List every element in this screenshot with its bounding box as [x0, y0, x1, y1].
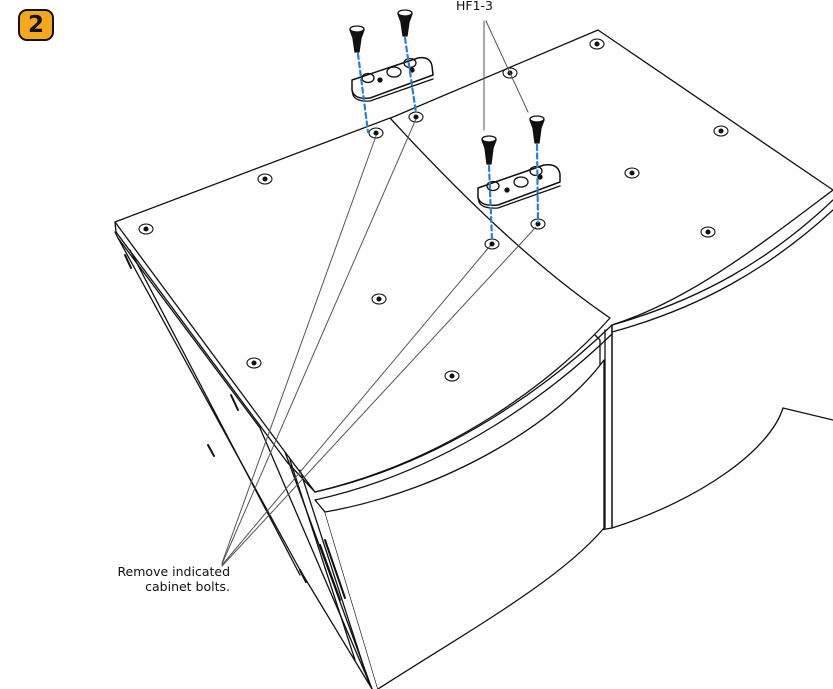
side-handles: [124, 254, 346, 601]
instruction-line-1: Remove indicated: [117, 564, 230, 579]
left-cabinet: [114, 117, 613, 689]
instruction-line-2: cabinet bolts.: [145, 579, 230, 594]
flat-head-screw-icon: [349, 9, 545, 165]
leader-lines: [221, 20, 537, 567]
link-plate-icon: [351, 56, 434, 102]
link-plate-icon: [477, 163, 561, 209]
alignment-guides: [356, 36, 540, 242]
step-number: 2: [27, 12, 44, 38]
cabinet-bolt-markers: [138, 38, 729, 382]
step-number-badge: 2: [18, 9, 54, 41]
instruction-text: Remove indicated cabinet bolts.: [117, 564, 230, 594]
part-callout-label: HF1-3: [456, 0, 494, 13]
